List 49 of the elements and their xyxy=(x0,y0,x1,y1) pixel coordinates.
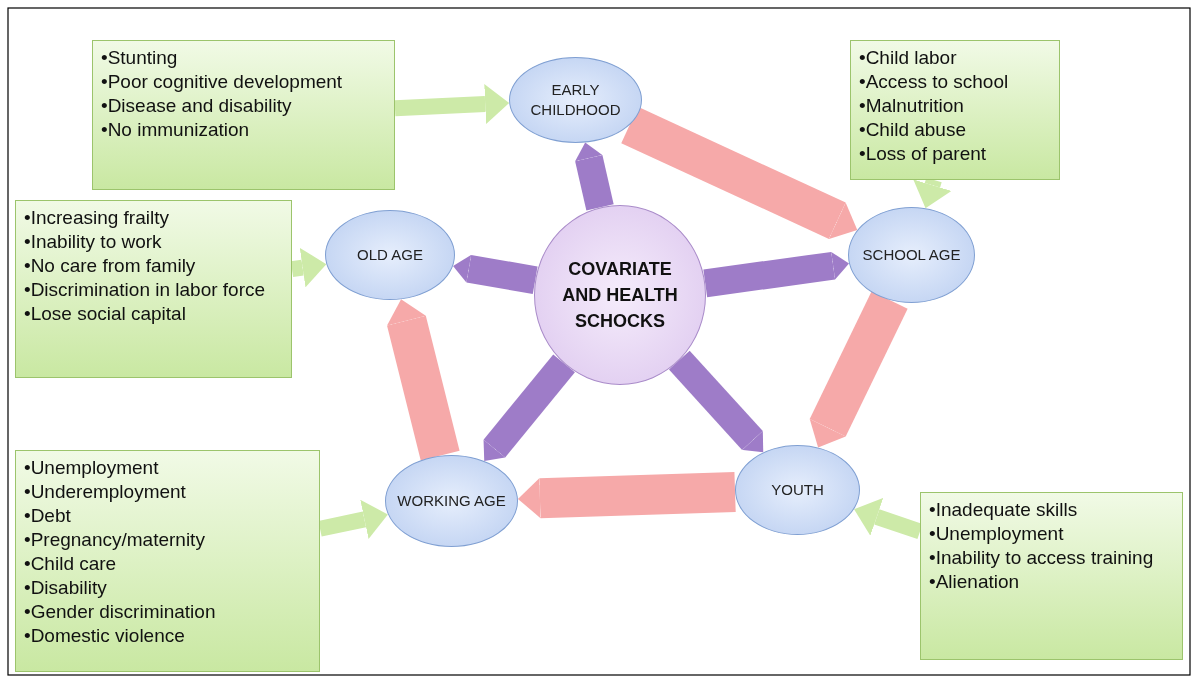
chevron-arrow xyxy=(575,142,614,211)
callout-box xyxy=(850,40,1060,180)
callout-arrow xyxy=(394,84,510,125)
bullet-item: •Inadequate skills xyxy=(929,498,1079,522)
callout-box xyxy=(920,492,1183,660)
bullet-item: •Increasing frailty xyxy=(24,206,170,230)
bullet-item: •Domestic violence xyxy=(24,624,186,648)
bullet-item: •No immunization xyxy=(101,118,251,142)
bullet-item: •Inability to work xyxy=(24,230,163,254)
bullet-item: •Underemployment xyxy=(24,480,187,504)
bullet-item: •Discrimination in labor force xyxy=(24,278,267,302)
bullet-item: •Gender discrimination xyxy=(24,600,217,624)
stage-label: YOUTH xyxy=(771,480,824,500)
cycle-arrow xyxy=(809,291,908,448)
bullet-item: •Unemployment xyxy=(929,522,1065,546)
callout-arrow xyxy=(290,247,327,288)
callout-box xyxy=(15,450,320,672)
chevron-arrow xyxy=(453,254,538,295)
bullet-item: •Malnutrition xyxy=(859,94,965,118)
stage-label: EARLY CHILDHOOD xyxy=(529,80,622,120)
bullet-item: •Child care xyxy=(24,552,118,576)
bullet-item: •Loss of parent xyxy=(859,142,988,166)
bullet-item: •Poor cognitive development xyxy=(101,70,344,94)
bullet-item: •Alienation xyxy=(929,570,1021,594)
cycle-arrow xyxy=(387,299,460,461)
chevron-arrow xyxy=(483,354,575,461)
chevron-arrow xyxy=(703,251,849,298)
bullet-item: •Stunting xyxy=(101,46,179,70)
bullet-item: •Inability to access training xyxy=(929,546,1155,570)
stage-label: WORKING AGE xyxy=(397,491,506,511)
chevron-arrow xyxy=(668,350,764,453)
bullet-item: •Access to school xyxy=(859,70,1010,94)
stage-label: COVARIATE AND HEALTH SCHOCKS xyxy=(561,258,679,333)
bullet-item: •Disease and disability xyxy=(101,94,293,118)
bullet-item: •Unemployment xyxy=(24,456,160,480)
bullet-item: •Debt xyxy=(24,504,72,528)
bullet-item: •Lose social capital xyxy=(24,302,187,326)
callout-box xyxy=(92,40,395,190)
bullet-item: •Pregnancy/maternity xyxy=(24,528,206,552)
bullet-item: •Child labor xyxy=(859,46,958,70)
callout-arrow xyxy=(318,499,388,539)
stage-label: OLD AGE xyxy=(357,245,423,265)
bullet-item: •Disability xyxy=(24,576,108,600)
bullet-item: •No care from family xyxy=(24,254,197,278)
cycle-arrow xyxy=(621,106,858,239)
bullet-item: •Child abuse xyxy=(859,118,967,142)
cycle-arrow xyxy=(517,472,736,519)
callout-box xyxy=(15,200,292,378)
stage-label: SCHOOL AGE xyxy=(862,245,961,265)
